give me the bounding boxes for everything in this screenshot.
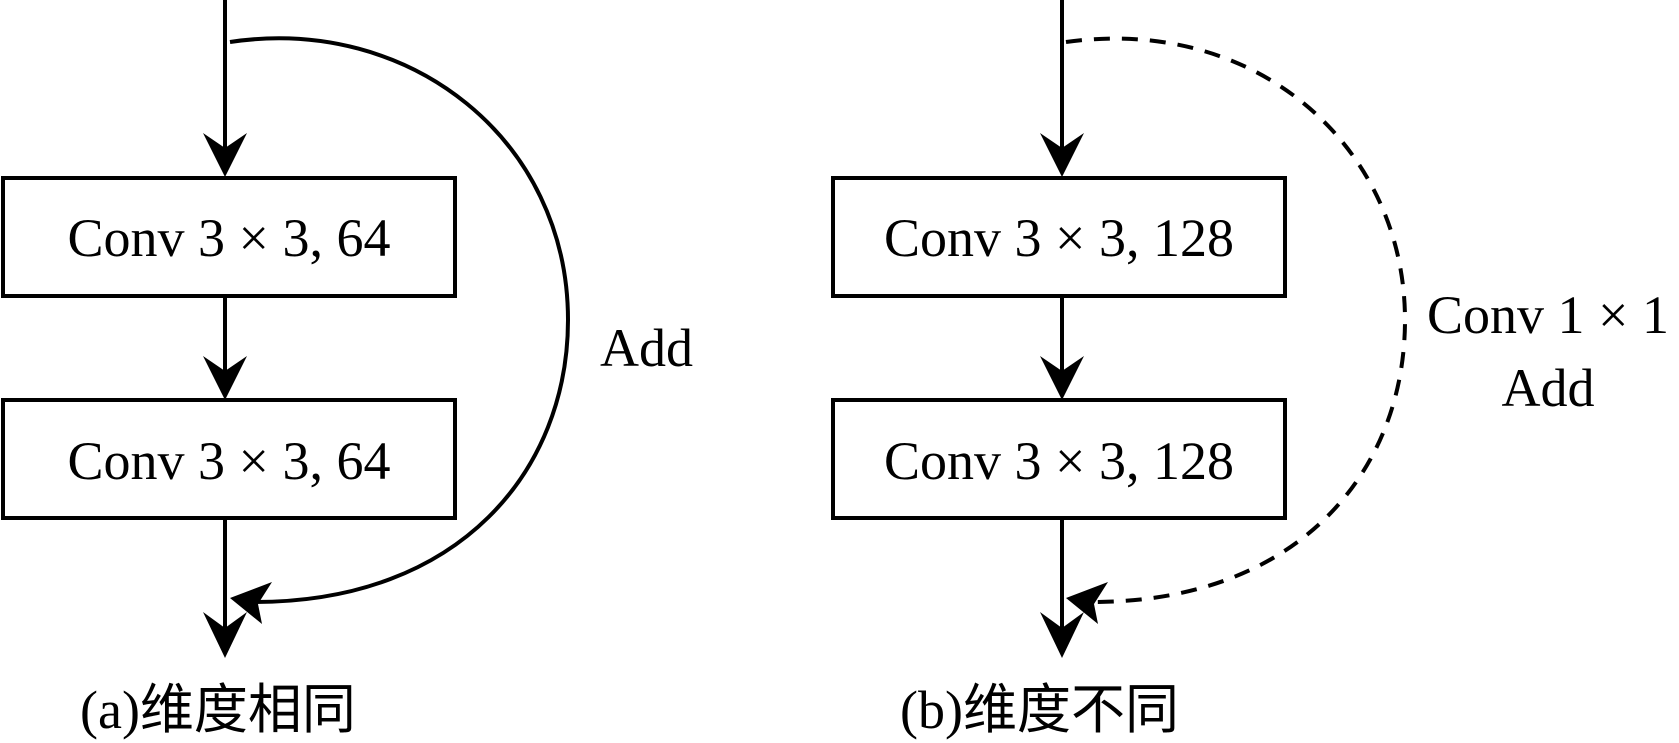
conv-box-b-2: [831, 398, 1287, 520]
arrowhead-mid-a: [203, 356, 247, 400]
conv-box-a-1-label: Conv 3 × 3, 64: [68, 208, 391, 268]
shortcut-label-a: Add: [600, 318, 693, 378]
conv-box-b-1: [831, 176, 1287, 298]
conv-box-a-2-label: Conv 3 × 3, 64: [68, 431, 391, 491]
conv-box-b-2-label: Conv 3 × 3, 128: [884, 431, 1234, 491]
conv-box-a-1: [1, 176, 457, 298]
shortcut-path-a: [229, 36, 571, 604]
shortcut-label-b-2: Add: [1502, 358, 1595, 418]
shortcut-arrowhead-b: [1066, 582, 1108, 624]
arrowhead-out-b: [1040, 612, 1084, 658]
shortcut-arrowhead-a: [230, 582, 272, 624]
shortcut-label-b-1: Conv 1 × 1: [1427, 285, 1669, 345]
arrowhead-out-a: [203, 612, 247, 658]
arrowhead-in-b: [1040, 133, 1084, 177]
caption-a: (a)维度相同: [80, 680, 356, 740]
conv-box-b-1-label: Conv 3 × 3, 128: [884, 208, 1234, 268]
diagram-b: Conv 3 × 3, 128 Conv 3 × 3, 128 Conv 1 ×…: [831, 0, 1669, 740]
caption-b: (b)维度不同: [900, 680, 1179, 740]
diagram-a: Conv 3 × 3, 64 Conv 3 × 3, 64 Add (a)维度相…: [1, 0, 693, 740]
arrowhead-in-a: [203, 133, 247, 177]
conv-box-a-2: [1, 398, 457, 520]
shortcut-path-b: [1065, 36, 1408, 604]
arrowhead-mid-b: [1040, 356, 1084, 400]
